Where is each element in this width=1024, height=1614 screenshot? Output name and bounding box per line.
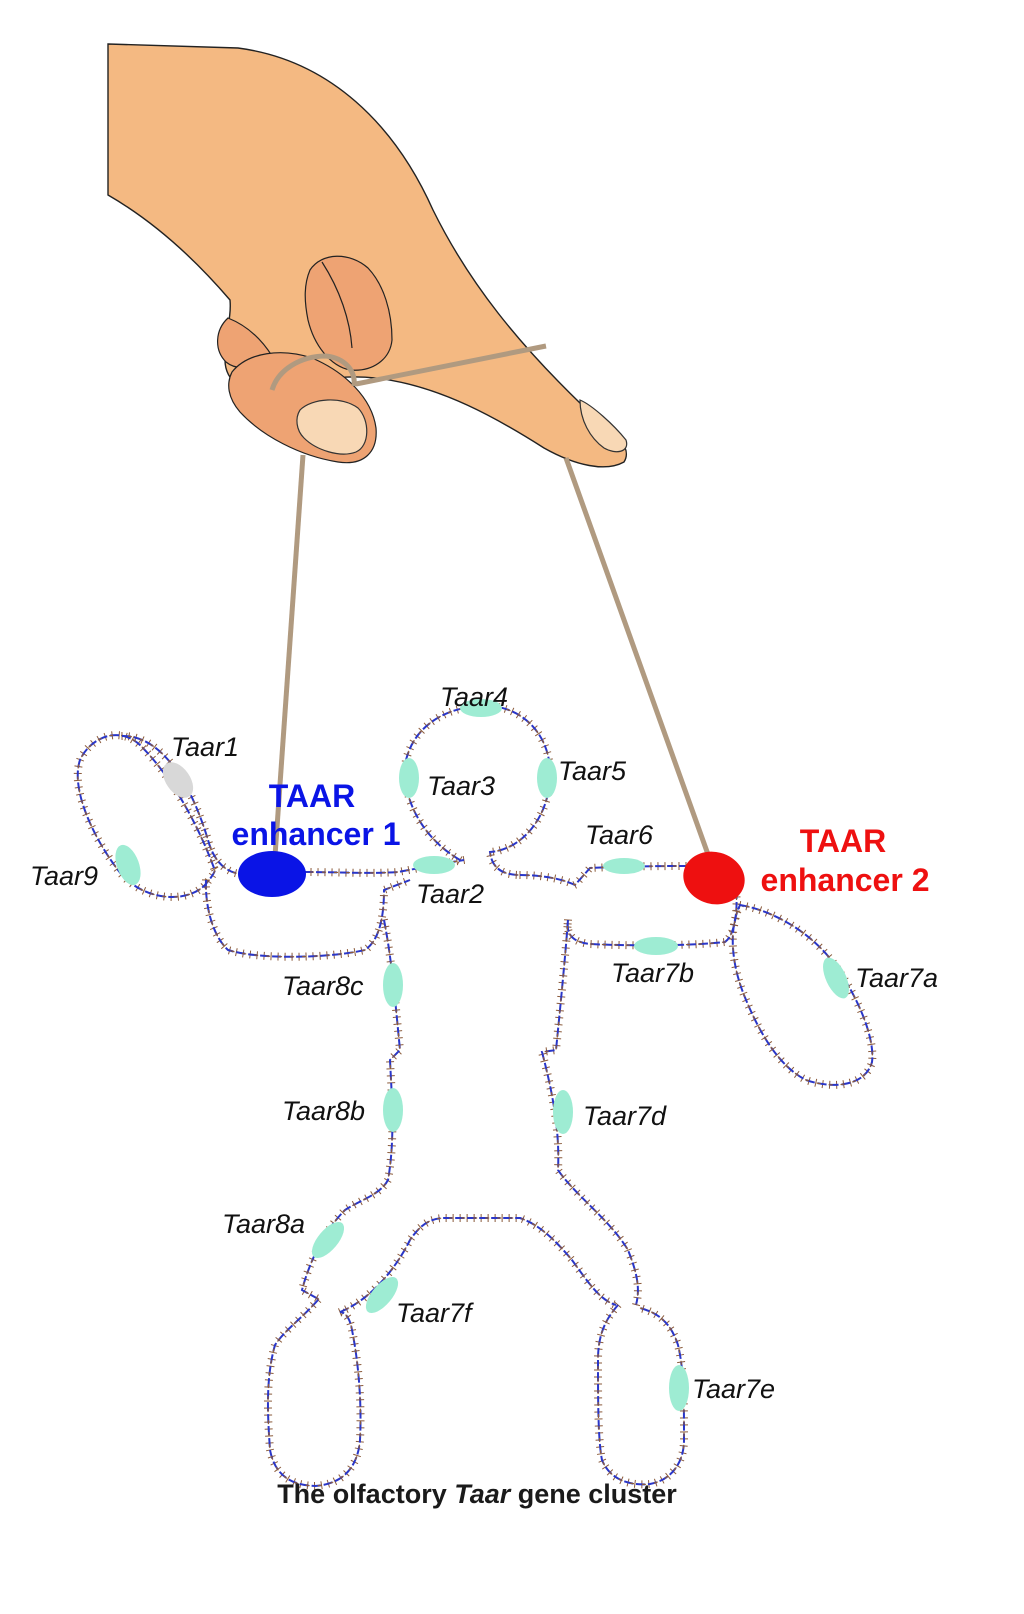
gene-taar7b-marker bbox=[634, 937, 678, 955]
string-between-fingers bbox=[355, 343, 547, 387]
gene-label-taar8a: Taar8a bbox=[222, 1209, 305, 1239]
gene-label-taar7e: Taar7e bbox=[692, 1374, 775, 1404]
dna-second-strand bbox=[301, 919, 401, 1301]
string-to-enhancer-1 bbox=[272, 454, 306, 857]
gene-label-taar6: Taar6 bbox=[585, 820, 654, 850]
string-to-enhancer-2 bbox=[563, 457, 713, 861]
gene-taar7d-marker bbox=[553, 1090, 573, 1134]
gene-label-taar5: Taar5 bbox=[558, 756, 627, 786]
dna-second-strand bbox=[267, 1299, 362, 1487]
dna-rungs bbox=[201, 878, 407, 961]
gene-label-taar7b: Taar7b bbox=[611, 958, 694, 988]
enhancer-2-label-line1: TAAR bbox=[800, 823, 887, 859]
dna-crotch-arch bbox=[339, 1217, 617, 1313]
gene-labels: Taar1 Taar9 Taar4 Taar3 Taar5 Taar6 Taar… bbox=[30, 682, 938, 1404]
dna-second-strand bbox=[541, 919, 639, 1306]
gene-label-taar9: Taar9 bbox=[30, 861, 98, 891]
enhancer-2-oval bbox=[683, 851, 745, 905]
gene-taar7a-marker bbox=[823, 957, 849, 999]
gene-taar4-marker bbox=[460, 699, 502, 717]
enhancer-2-label-line2: enhancer 2 bbox=[761, 862, 930, 898]
dna-right-loop bbox=[731, 903, 874, 1086]
curled-finger bbox=[304, 255, 393, 371]
gene-label-taar2: Taar2 bbox=[416, 879, 484, 909]
enhancer-labels: TAAR enhancer 1 TAAR enhancer 2 bbox=[232, 778, 930, 898]
dna-second-strand bbox=[339, 1217, 617, 1313]
enhancer-1-label-line1: TAAR bbox=[269, 778, 356, 814]
gene-taar2-marker bbox=[413, 856, 455, 874]
gene-label-taar8c: Taar8c bbox=[282, 971, 364, 1001]
gene-taar3-marker bbox=[399, 758, 419, 798]
figure-caption: The olfactory Taar gene cluster bbox=[277, 1479, 677, 1509]
dna-left-lower-loop bbox=[204, 879, 411, 958]
gene-label-taar7a: Taar7a bbox=[855, 963, 938, 993]
dna-left-leg bbox=[266, 1299, 362, 1488]
gene-taar6-marker bbox=[603, 858, 645, 874]
dna-right-leg bbox=[596, 1304, 686, 1486]
gene-label-taar4: Taar4 bbox=[440, 682, 508, 712]
gene-taar8b-marker bbox=[383, 1088, 403, 1132]
string-loop-thumb bbox=[269, 353, 357, 391]
taar-gene-cluster-dna bbox=[73, 699, 877, 1490]
gene-taar7e-marker bbox=[669, 1365, 689, 1411]
dna-second-strand bbox=[121, 735, 241, 875]
gene-taar1-marker bbox=[162, 762, 194, 798]
gene-label-taar3: Taar3 bbox=[427, 771, 495, 801]
gene-taar8a-marker bbox=[311, 1221, 345, 1259]
index-finger-nail bbox=[579, 399, 628, 453]
gene-label-taar7d: Taar7d bbox=[583, 1101, 667, 1131]
gene-label-taar7f: Taar7f bbox=[396, 1298, 474, 1328]
gene-taar5-marker bbox=[537, 758, 557, 798]
gene-label-taar1: Taar1 bbox=[171, 732, 239, 762]
gene-taar8c-marker bbox=[383, 963, 403, 1007]
dna-second-strand bbox=[519, 865, 691, 886]
dna-second-strand bbox=[205, 879, 411, 958]
gene-label-taar8b: Taar8b bbox=[282, 1096, 365, 1126]
enhancer-1-oval bbox=[238, 851, 306, 897]
puppeteer-hand bbox=[107, 43, 628, 468]
thumb-nail bbox=[296, 399, 368, 455]
finger-crease bbox=[321, 261, 353, 349]
gene-taar9-marker bbox=[115, 844, 141, 886]
gene-taar7f-marker bbox=[365, 1276, 399, 1314]
dna-head-loop bbox=[404, 704, 552, 876]
enhancer-1-label-line2: enhancer 1 bbox=[232, 816, 401, 852]
dna-second-strand bbox=[732, 904, 873, 1086]
dna-rungs bbox=[263, 1296, 365, 1490]
